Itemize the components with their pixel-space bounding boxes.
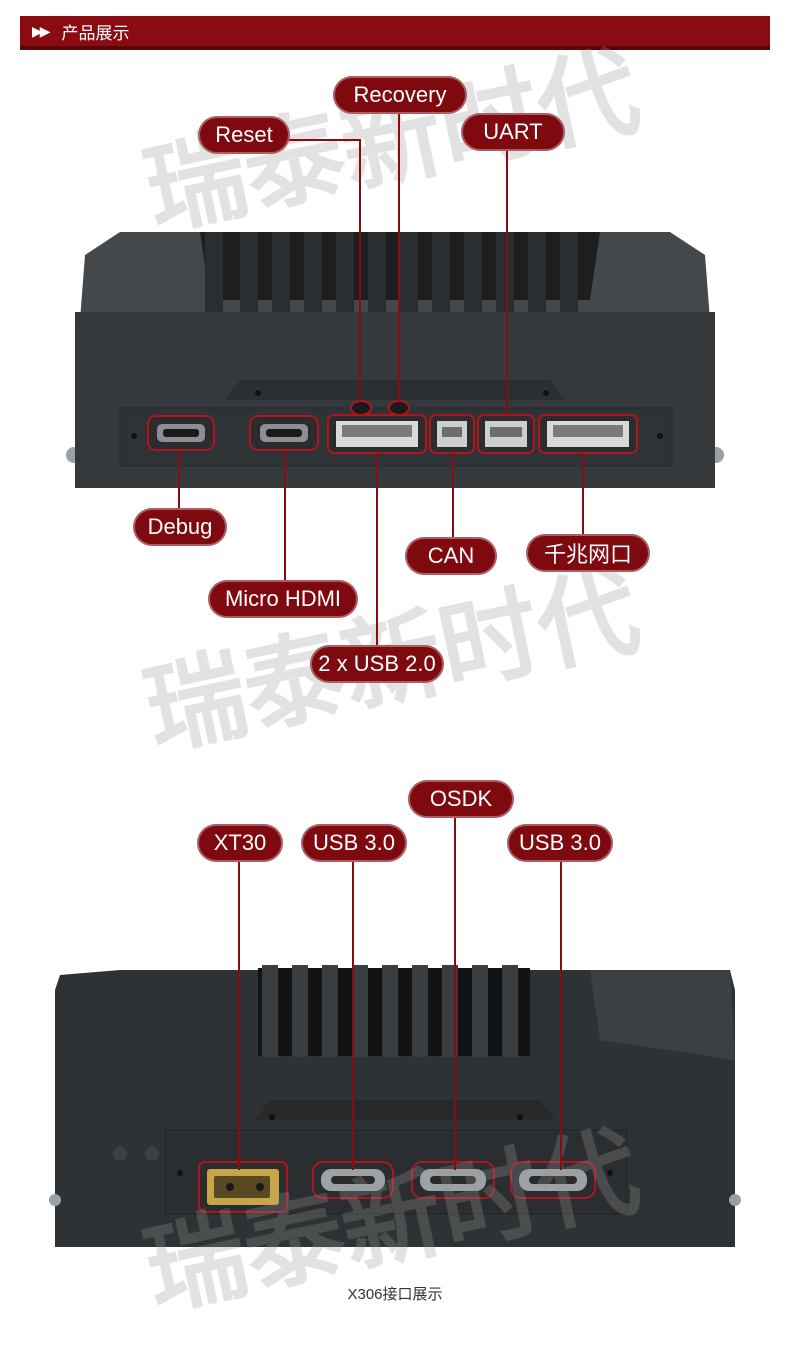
image-caption: X306接口展示 <box>347 1286 443 1303</box>
debug-leader <box>178 450 180 510</box>
recovery-leader <box>398 112 400 401</box>
label-usb2: 2 x USB 2.0 <box>310 645 444 683</box>
hdmi-leader <box>284 450 286 582</box>
label-reset: Reset <box>198 116 290 154</box>
usb2-leader <box>376 453 378 649</box>
label-can: CAN <box>405 537 497 575</box>
label-recovery: Recovery <box>333 76 467 114</box>
usb3-right-leader <box>560 860 562 1170</box>
can-leader <box>452 453 454 539</box>
label-xt30: XT30 <box>197 824 283 862</box>
reset-leader-v <box>359 139 361 401</box>
label-osdk: OSDK <box>408 780 514 818</box>
device-top-view <box>66 232 724 488</box>
double-arrow-icon: ▶▶ <box>32 22 50 39</box>
label-uart: UART <box>461 113 565 151</box>
section-header: ▶▶ 产品展示 <box>20 16 770 50</box>
label-gigabit: 千兆网口 <box>526 534 650 572</box>
label-debug: Debug <box>133 508 227 546</box>
uart-leader <box>506 148 508 415</box>
usb3-left-leader <box>352 860 354 1170</box>
reset-leader <box>288 139 360 141</box>
gigabit-leader <box>582 453 584 536</box>
label-usb3-left: USB 3.0 <box>301 824 407 862</box>
label-micro-hdmi: Micro HDMI <box>208 580 358 618</box>
xt30-leader <box>238 860 240 1170</box>
device-bottom-view <box>49 965 741 1247</box>
label-usb3-right: USB 3.0 <box>507 824 613 862</box>
section-title: 产品展示 <box>61 23 130 43</box>
osdk-leader <box>454 816 456 1170</box>
